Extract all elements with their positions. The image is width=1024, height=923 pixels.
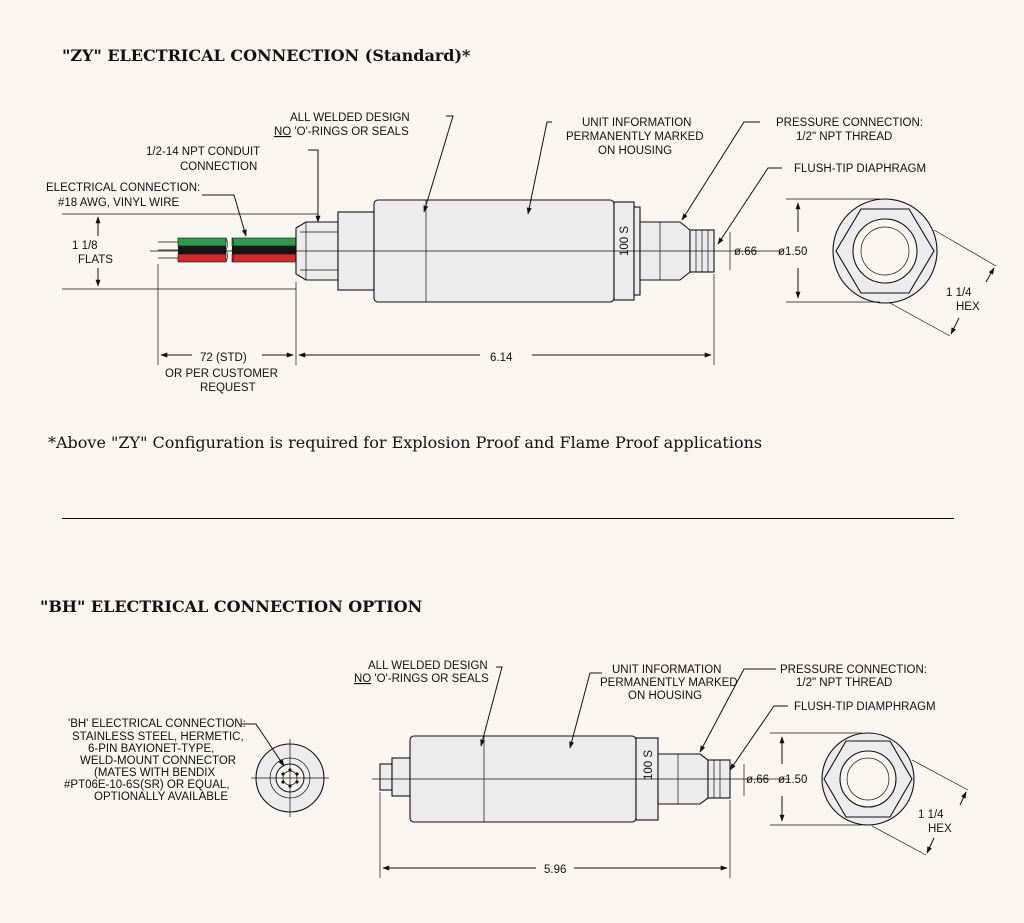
bh-label-length: 5.96 — [544, 864, 566, 876]
zy-label-unit-info-2: PERMANENTLY MARKED — [566, 131, 704, 143]
zy-label-pressure-2: 1/2" NPT THREAD — [796, 131, 892, 143]
bh-label-elec-5: (MATES WITH BENDIX — [94, 767, 216, 779]
bh-label-no: NO — [354, 673, 371, 685]
zy-annotations — [62, 115, 782, 365]
zy-label-conduit-2: CONNECTION — [180, 161, 257, 173]
bh-label-dia-small: ø.66 — [746, 774, 769, 786]
zy-label-pressure-1: PRESSURE CONNECTION: — [776, 117, 923, 129]
zy-label-conduit-1: 1/2-14 NPT CONDUIT — [146, 146, 260, 158]
zy-label-no: NO — [274, 126, 291, 138]
bh-housing-mark: 100 S — [643, 750, 655, 780]
bh-label-hex-1: 1 1/4 — [918, 809, 944, 821]
bh-label-elec-7: OPTIONALLY AVAILABLE — [94, 791, 228, 803]
zy-label-dia-large: ø1.50 — [778, 246, 807, 258]
zy-label-unit-info-3: ON HOUSING — [598, 145, 672, 157]
bh-label-pressure-2: 1/2" NPT THREAD — [796, 677, 892, 689]
bh-label-elec-2: STAINLESS STEEL, HERMETIC, — [72, 731, 244, 743]
section-divider — [62, 518, 954, 519]
bh-label-elec-4: WELD-MOUNT CONNECTOR — [80, 755, 236, 767]
bh-label-flush-tip: FLUSH-TIP DIAMPHRAGM — [794, 701, 936, 713]
bh-label-unit-info-1: UNIT INFORMATION — [612, 664, 721, 676]
zy-footnote: *Above "ZY" Configuration is required fo… — [48, 433, 763, 452]
bh-label-dia-large: ø1.50 — [778, 774, 807, 786]
zy-label-elec-1: ELECTRICAL CONNECTION: — [46, 182, 200, 194]
zy-label-all-welded-1: ALL WELDED DESIGN — [290, 112, 410, 124]
zy-label-hex-1: 1 1/4 — [946, 287, 972, 299]
bh-label-elec-3: 6-PIN BAYIONET-TYPE, — [88, 743, 214, 755]
bh-heading: "BH" ELECTRICAL CONNECTION OPTION — [40, 597, 423, 616]
bh-end-view — [770, 732, 969, 856]
zy-housing-mark: 100 S — [619, 226, 631, 256]
zy-label-all-welded-2-rest: 'O'-RINGS OR SEALS — [291, 126, 409, 138]
bh-label-unit-info-3: ON HOUSING — [628, 690, 702, 702]
zy-label-flats-1: 1 1/8 — [72, 240, 98, 252]
zy-label-dia-small: ø.66 — [734, 246, 757, 258]
bh-label-all-welded-2-rest: 'O'-RINGS OR SEALS — [371, 673, 489, 685]
bh-label-pressure-1: PRESSURE CONNECTION: — [780, 664, 927, 676]
zy-label-flush-tip: FLUSH-TIP DIAPHRAGM — [794, 163, 926, 175]
bh-label-elec-6: #PT06E-10-6S(SR) OR EQUAL, — [64, 779, 230, 791]
bh-label-hex-2: HEX — [928, 823, 952, 835]
bh-transducer-side-view: 100 S — [372, 735, 790, 823]
bh-bayonet-connector — [379, 763, 393, 791]
zy-wire-bundle — [158, 237, 297, 263]
zy-label-wire-1: 72 (STD) — [200, 352, 247, 364]
bh-annotations — [242, 666, 788, 878]
zy-label-all-welded-2: NO 'O'-RINGS OR SEALS — [274, 126, 409, 138]
zy-label-wire-3: REQUEST — [200, 382, 256, 394]
zy-label-length: 6.14 — [490, 352, 513, 364]
zy-label-wire-2: OR PER CUSTOMER — [165, 368, 278, 380]
zy-label-flats-2: FLATS — [78, 254, 113, 266]
zy-heading: "ZY" ELECTRICAL CONNECTION (Standard)* — [62, 46, 471, 65]
bh-label-all-welded-2: NO 'O'-RINGS OR SEALS — [354, 673, 489, 685]
zy-label-unit-info-1: UNIT INFORMATION — [582, 117, 691, 129]
bh-label-elec-1: 'BH' ELECTRICAL CONNECTION: — [68, 718, 246, 730]
zy-label-elec-2: #18 AWG, VINYL WIRE — [58, 197, 180, 209]
bh-label-all-welded-1: ALL WELDED DESIGN — [368, 660, 488, 672]
bh-connector-end-view — [251, 739, 329, 817]
zy-end-view — [786, 198, 997, 337]
bh-label-unit-info-2: PERMANENTLY MARKED — [600, 677, 738, 689]
zy-transducer-side-view: 100 S — [150, 199, 782, 303]
zy-label-hex-2: HEX — [956, 301, 980, 313]
